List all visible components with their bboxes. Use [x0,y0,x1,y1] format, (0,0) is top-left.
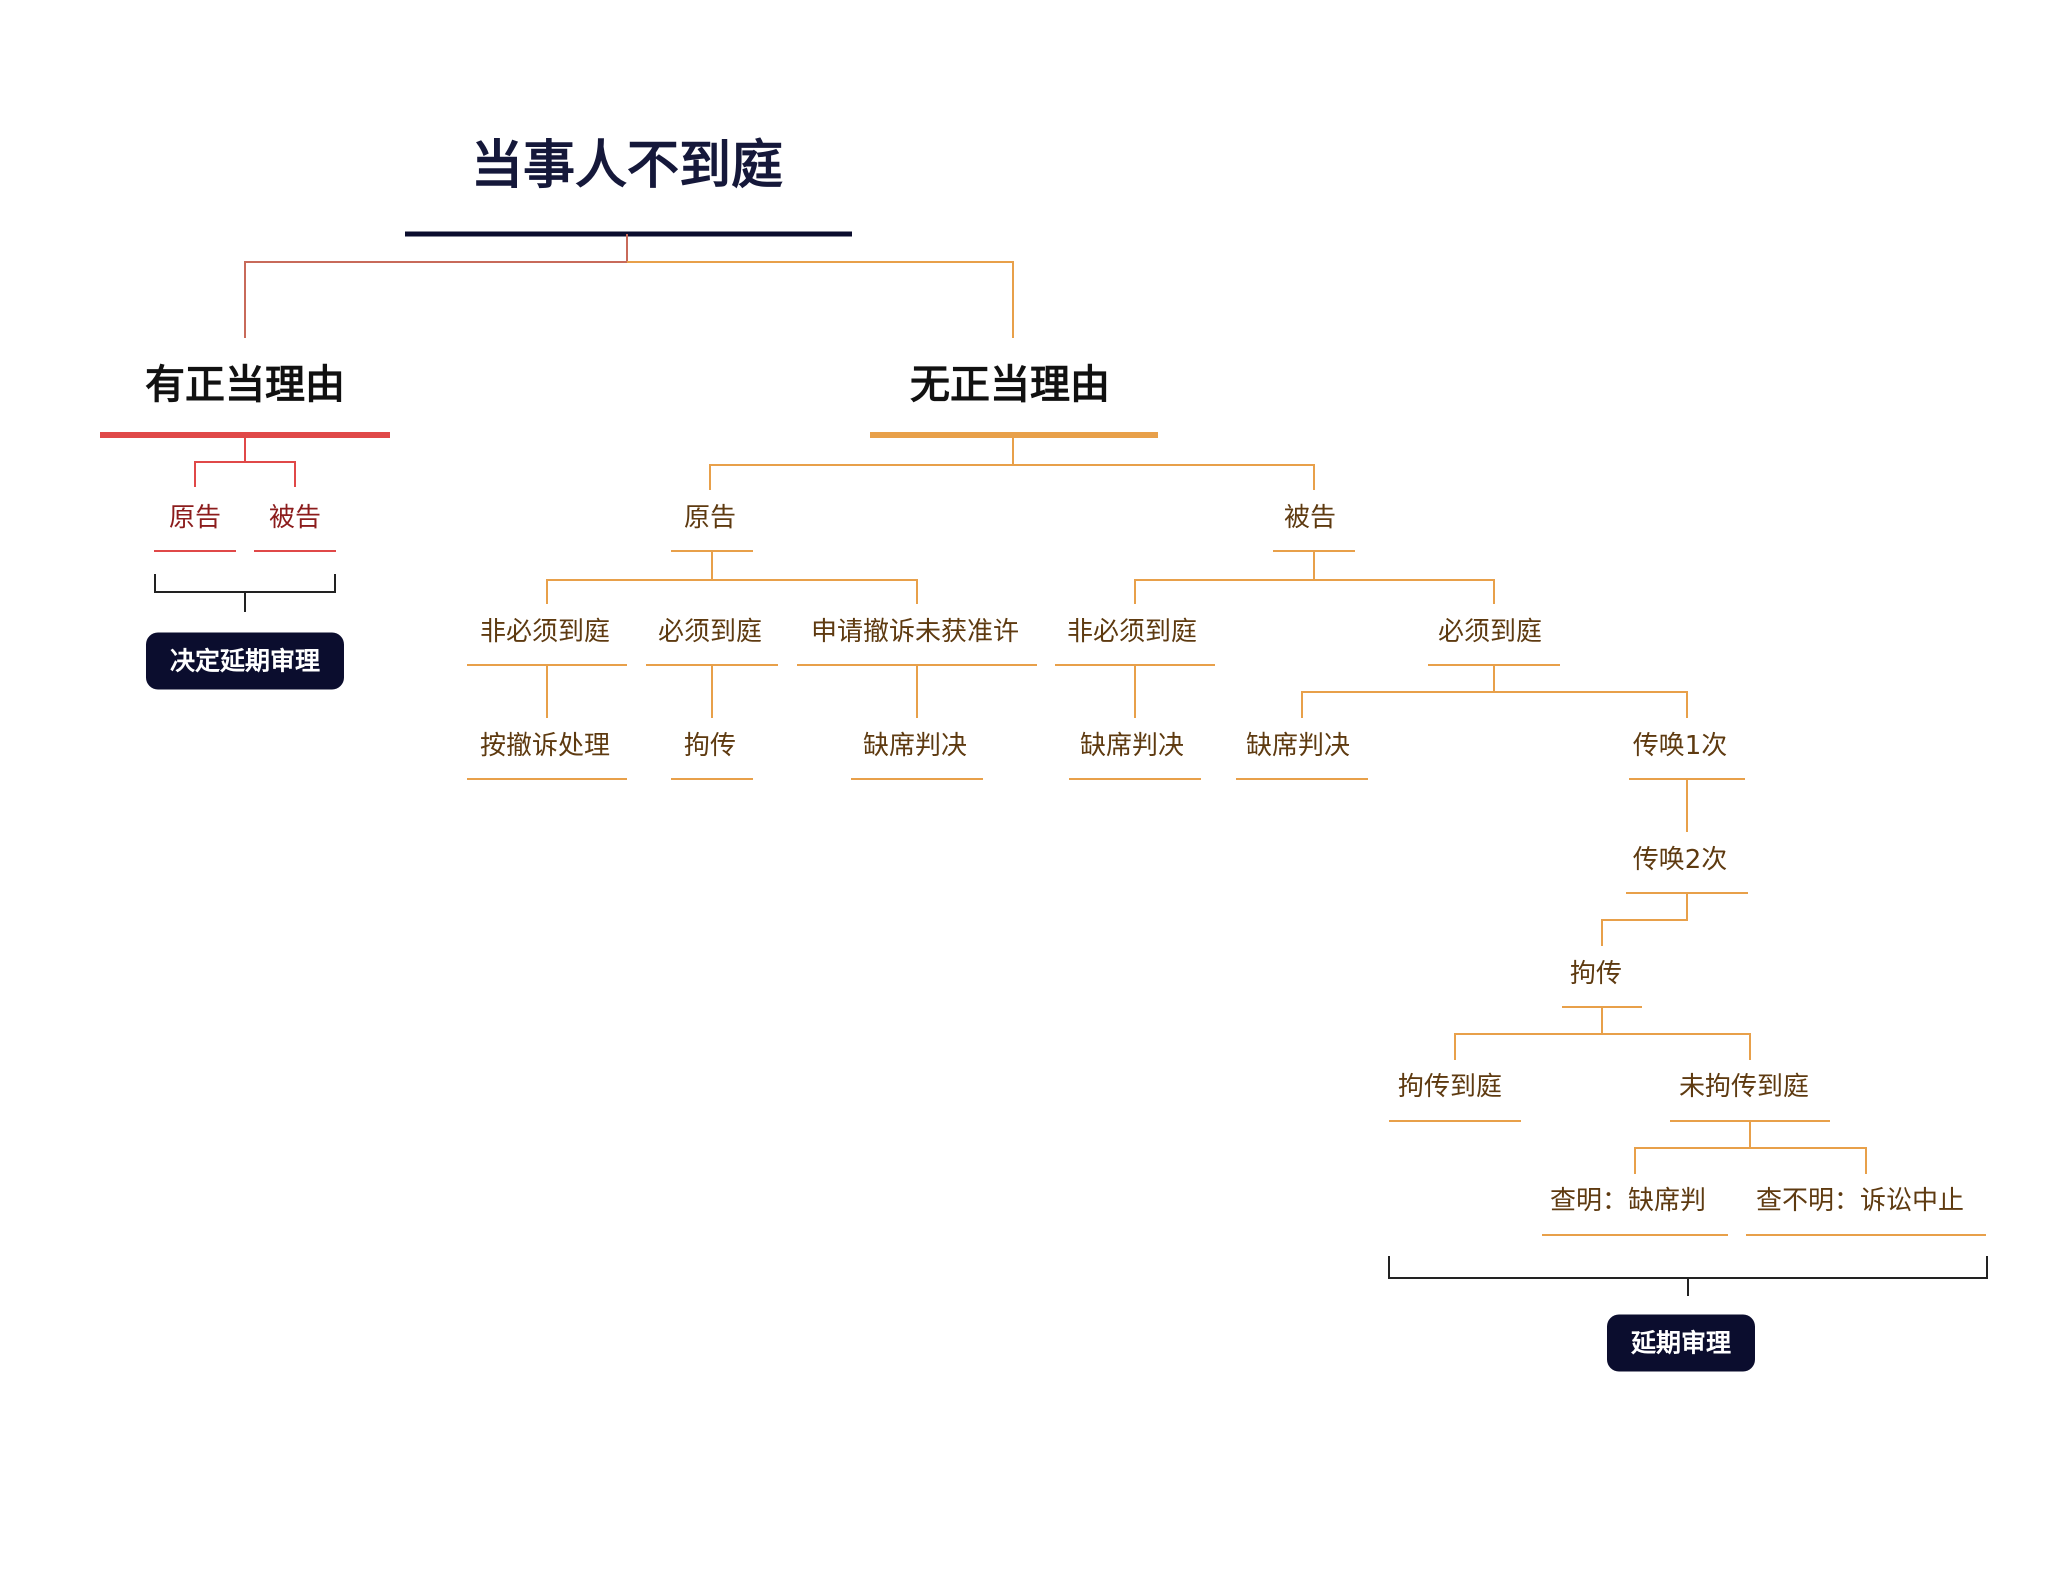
defendant-compel: 拘传 [1569,959,1623,989]
compel-split [1454,1007,1751,1060]
unjustified-label: 无正当理由 [910,362,1110,408]
justified-label: 有正当理由 [145,362,345,408]
plaintiff-node: 原告 [683,503,737,533]
plaintiff-withdrawal-denied: 申请撤诉未获准许 [810,617,1020,647]
defendant-split [1134,551,1495,604]
defendant-not-required: 非必须到庭 [1066,617,1198,647]
justified-split [194,435,296,487]
defendant-default-judgment-b: 缺席判决 [1245,731,1351,761]
summon-once: 传唤1次 [1632,731,1728,761]
compel-arrived: 拘传到庭 [1397,1072,1503,1102]
treated-as-withdrawal: 按撤诉处理 [479,731,611,761]
plaintiff-not-required: 非必须到庭 [479,617,611,647]
justified-bracket [154,574,336,612]
defendant-required: 必须到庭 [1437,617,1543,647]
d-required-split [1301,665,1688,718]
defendant-node: 被告 [1283,503,1337,533]
not-found-suspension: 查不明：诉讼中止 [1755,1186,1965,1216]
unjustified-split [709,435,1315,490]
justified-defendant: 被告 [268,503,322,533]
diagram-title: 当事人不到庭 [470,136,784,196]
root-to-unjustified [627,261,1014,338]
plaintiff-compel: 拘传 [683,731,737,761]
justified-plaintiff: 原告 [168,503,222,533]
postpone-trial-badge: 延期审理 [1606,1314,1756,1372]
not-arrived-split [1634,1121,1867,1174]
defendant-default-judgment-a: 缺席判决 [1079,731,1185,761]
summon2-link [1601,893,1688,946]
root-to-justified [244,234,628,338]
summon-twice: 传唤2次 [1632,845,1728,875]
postpone-decision-badge: 决定延期审理 [145,632,345,690]
final-bracket [1388,1256,1988,1296]
compel-not-arrived: 未拘传到庭 [1678,1072,1810,1102]
plaintiff-split [546,551,918,604]
found-default-judgment: 查明：缺席判 [1549,1186,1707,1216]
plaintiff-required: 必须到庭 [657,617,763,647]
plaintiff-default-judgment: 缺席判决 [862,731,968,761]
